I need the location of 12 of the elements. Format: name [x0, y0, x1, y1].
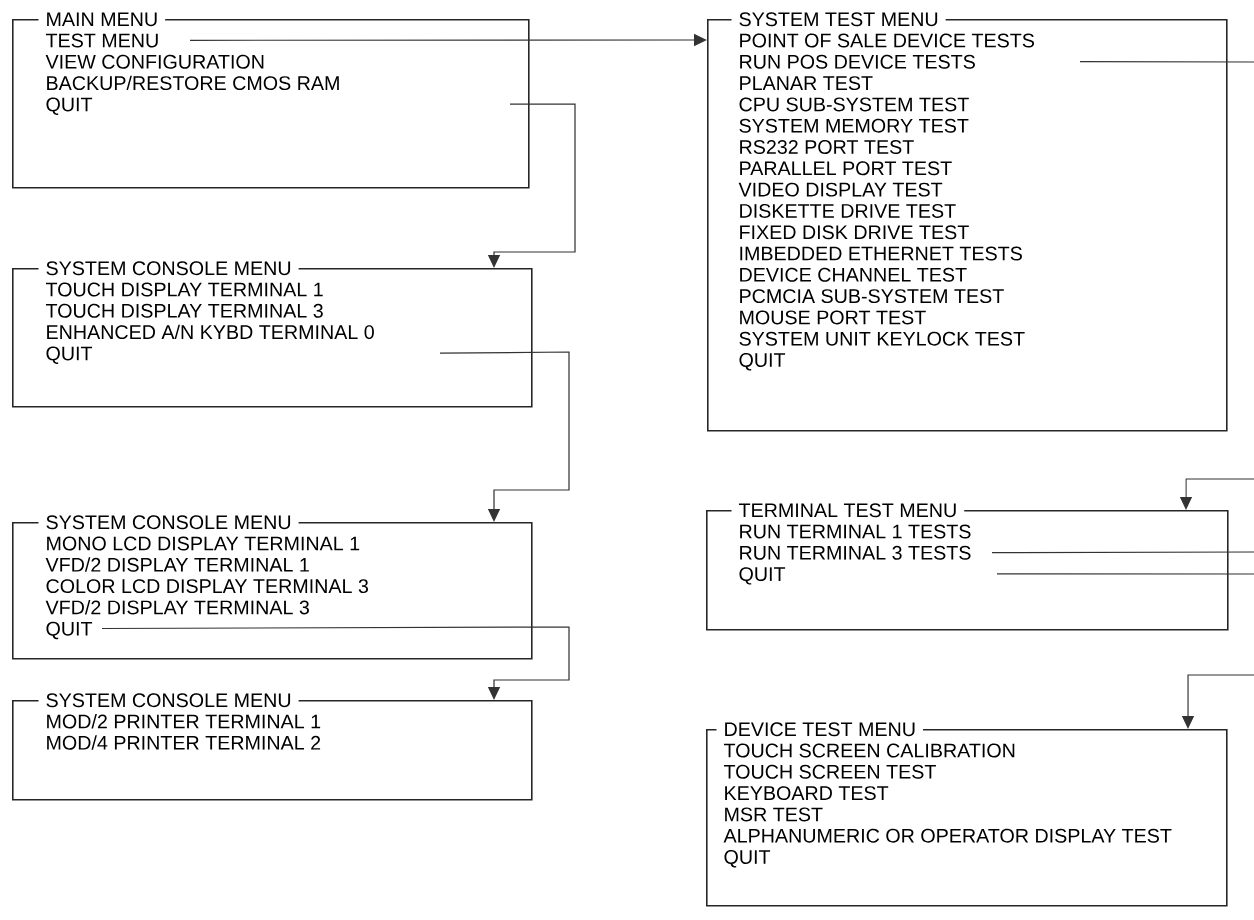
- arrow: [439, 351, 570, 522]
- connector-line: [991, 551, 1254, 554]
- menu-box: DEVICE TEST MENU TOUCH SCREEN CALIBRATION TOUCH SCREEN TEST KEYBOARD TEST MSR TEST ALPHANUMERIC OR OPERATOR DISPLAY TEST QUIT: [706, 722, 1228, 907]
- menu-box: SYSTEM CONSOLE MENU MONO LCD DISPLAY TERMINAL 1 VFD/2 DISPLAY TERMINAL 1 COLOR LCD DISPLAY TERMINAL 3 VFD/2 DISPLAY TERMINAL 3 QUIT: [12, 515, 533, 660]
- menu-box: TERMINAL TEST MENU RUN TERMINAL 1 TESTS RUN TERMINAL 3 TESTS QUIT: [706, 503, 1229, 631]
- connector-line: [1079, 60, 1254, 63]
- menu-box: SYSTEM TEST MENU POINT OF SALE DEVICE TESTS RUN POS DEVICE TESTS PLANAR TEST CPU SUB-SYSTEM TEST SYSTEM MEMORY TEST RS232 PORT TEST PARALLEL PORT TEST VIDEO DISPLAY TEST DISKETTE DRIVE TEST FIXED DISK DRIVE TEST IMBEDDED ETHERNET TESTS DEVICE CHANNEL TEST PCMCIA SUB-SYSTEM TEST MOUSE PORT TEST SYSTEM UNIT KEYLOCK TEST QUIT: [707, 12, 1228, 432]
- connector-line: [996, 573, 1254, 575]
- menu-box: MAIN MENU TEST MENU VIEW CONFIGURATION BACKUP/RESTORE CMOS RAM QUIT: [12, 12, 530, 189]
- arrow: [101, 626, 570, 700]
- menu-box: SYSTEM CONSOLE MENU MOD/2 PRINTER TERMINAL 1 MOD/4 PRINTER TERMINAL 2: [12, 693, 533, 801]
- menu-box: SYSTEM CONSOLE MENU TOUCH DISPLAY TERMINAL 1 TOUCH DISPLAY TERMINAL 3 ENHANCED A/N KYBD TERMINAL 0 QUIT: [12, 261, 533, 408]
